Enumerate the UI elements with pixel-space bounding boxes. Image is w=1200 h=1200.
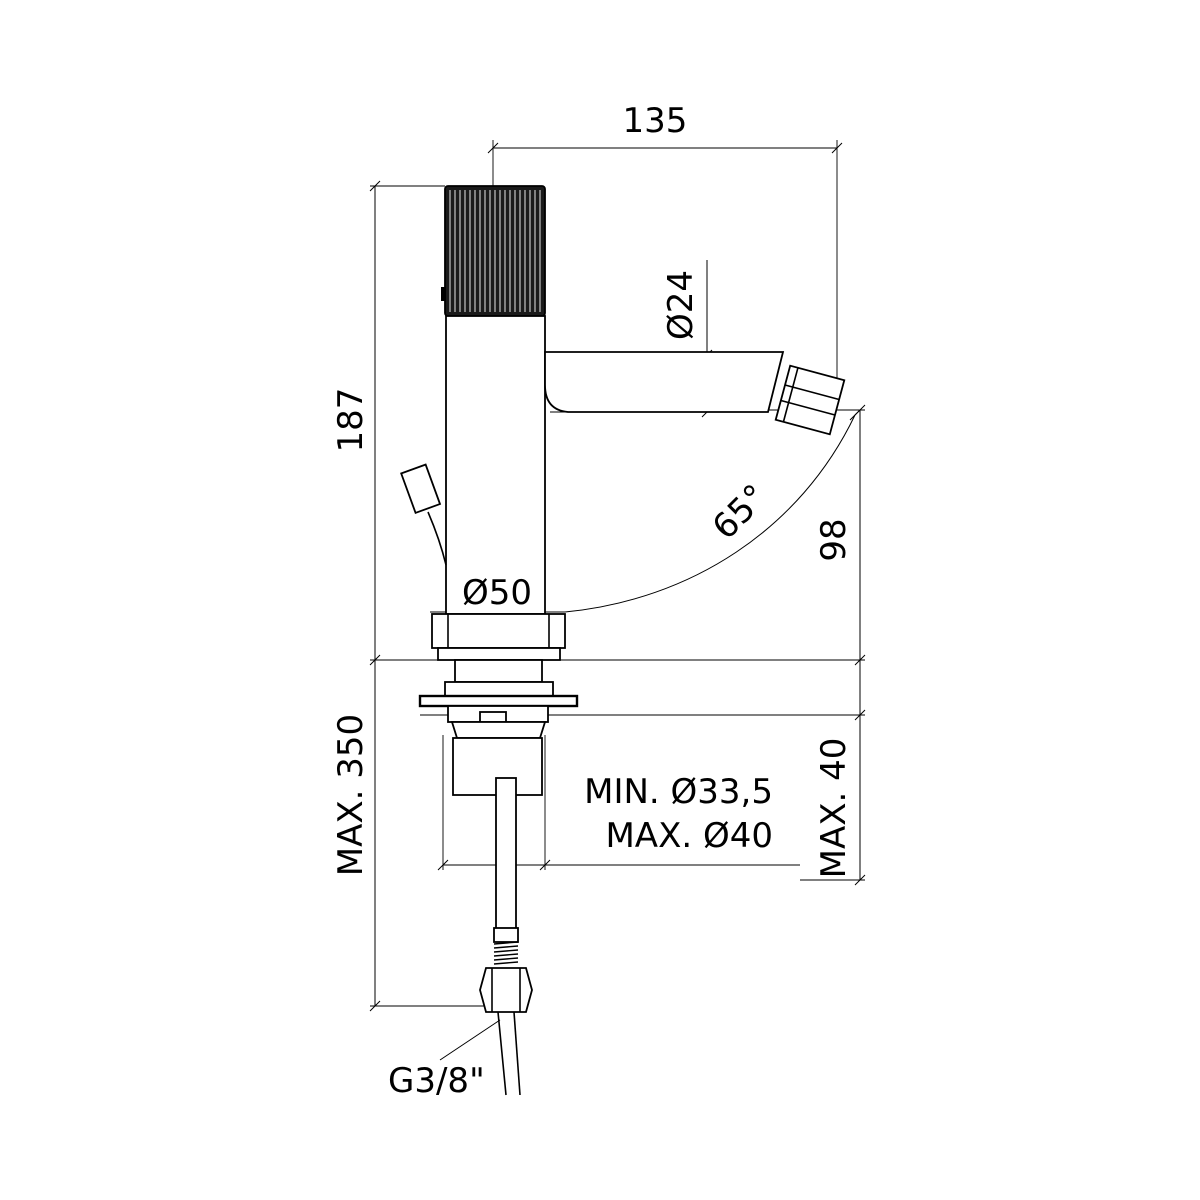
label-body-diameter: Ø50 bbox=[462, 573, 532, 613]
thread-line bbox=[493, 961, 519, 965]
label-min-hole-diameter: MIN. Ø33,5 bbox=[584, 772, 773, 812]
label-spout-reach: 135 bbox=[623, 101, 688, 141]
label-spout-height: 98 bbox=[814, 518, 854, 561]
hose-thread bbox=[493, 941, 519, 965]
dimension-lines bbox=[369, 142, 866, 1061]
handle-knurling bbox=[449, 190, 541, 312]
supply-hose bbox=[479, 777, 533, 1096]
thread-line bbox=[493, 949, 519, 953]
label-connection-thread: G3/8" bbox=[388, 1061, 485, 1101]
dimension-labels: 135 187 Ø24 65° 98 Ø50 MAX. 40 MAX. 350 … bbox=[331, 101, 854, 1101]
label-max-hole-diameter: MAX. Ø40 bbox=[605, 816, 773, 856]
thread-line bbox=[493, 945, 519, 949]
label-spout-diameter: Ø24 bbox=[661, 270, 701, 340]
label-max-hose-length: MAX. 350 bbox=[331, 714, 371, 876]
pop-up-lever bbox=[400, 463, 447, 566]
label-total-height: 187 bbox=[331, 388, 371, 453]
mixer-body bbox=[445, 315, 546, 615]
thread-line bbox=[493, 953, 519, 957]
label-max-deck-thickness: MAX. 40 bbox=[814, 738, 854, 879]
mounting-assembly bbox=[418, 659, 579, 796]
spout bbox=[544, 351, 846, 436]
thread-line bbox=[493, 957, 519, 961]
base-flange bbox=[431, 613, 566, 661]
handle bbox=[441, 185, 546, 317]
thread-line bbox=[493, 941, 519, 945]
label-spray-angle: 65° bbox=[705, 477, 776, 548]
